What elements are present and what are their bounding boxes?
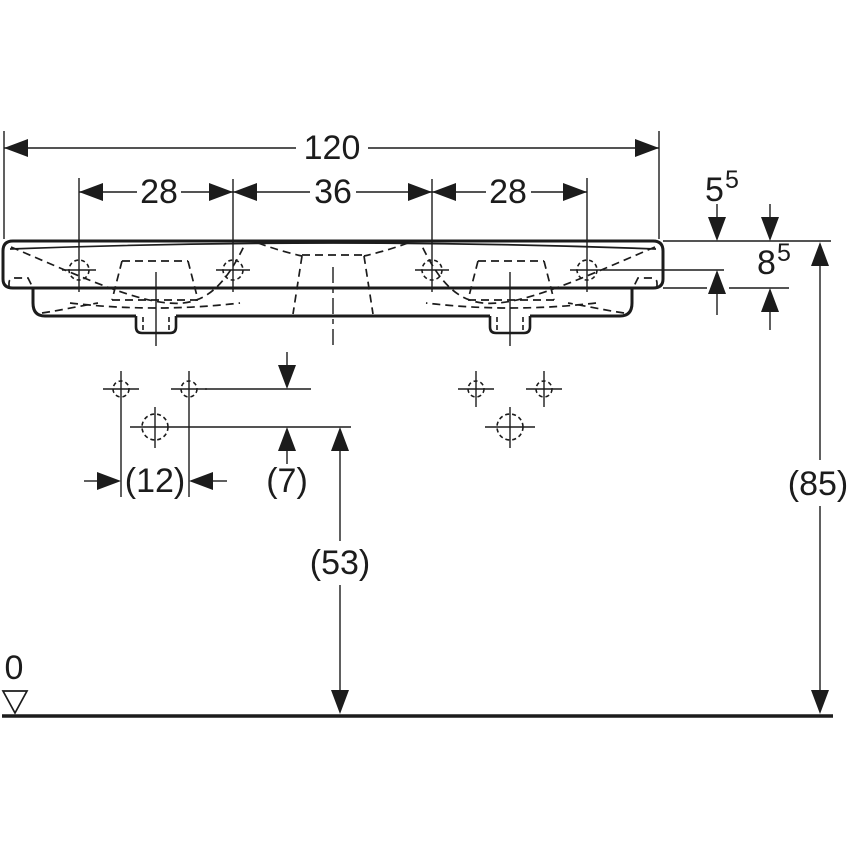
dimension-overall-width: 120 <box>3 129 660 239</box>
bracket-spacing-label: (12) <box>125 462 185 500</box>
dimension-bracket-offset: (7) <box>130 352 351 500</box>
datum-level-label: 0 <box>5 649 24 687</box>
trap-height-label: (53) <box>310 544 370 582</box>
faucet-hole-markers <box>62 259 598 281</box>
overall-width-label: 120 <box>304 129 361 167</box>
basin-rim-outline <box>1 239 665 290</box>
washbasin-front-view <box>1 239 665 346</box>
dimension-bracket-spacing: (12) <box>84 371 227 500</box>
floor-datum: 0 <box>1 649 833 718</box>
right-bowl-hidden-contours <box>421 245 656 314</box>
datum-triangle-icon <box>1 690 29 715</box>
rim-height-label: 8 <box>757 244 776 282</box>
left-faucet-spacing-label: 28 <box>140 173 178 211</box>
rim-to-faucet-label: 5 <box>705 171 724 209</box>
mounting-hole-markers <box>103 371 562 448</box>
left-bowl-hidden-contours <box>10 245 245 314</box>
rim-to-faucet-superscript: 5 <box>725 166 739 194</box>
dimension-trap-height: (53) <box>310 427 370 714</box>
center-deck-hidden-contours <box>257 242 409 315</box>
dimension-overall-height: (85) <box>788 242 848 714</box>
basin-body-outline <box>31 288 634 318</box>
right-faucet-spacing-label: 28 <box>489 173 527 211</box>
rim-height-superscript: 5 <box>777 239 791 267</box>
center-faucet-spacing-label: 36 <box>314 173 352 211</box>
basin-rim-crown <box>9 242 657 250</box>
overall-height-label: (85) <box>788 465 848 503</box>
bracket-offset-label: (7) <box>266 462 308 500</box>
dimension-rim-height: 8 5 <box>757 204 791 330</box>
dimension-faucet-spacing: 28 36 28 <box>78 173 588 292</box>
dimension-rim-to-faucet: 5 5 <box>705 166 739 315</box>
